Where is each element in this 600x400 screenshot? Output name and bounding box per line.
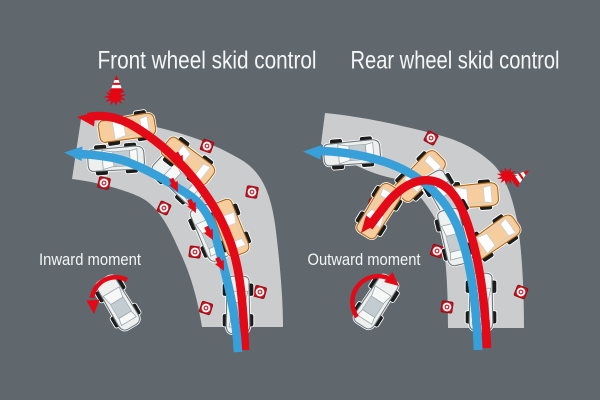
svg-text:Rear wheel skid control: Rear wheel skid control [351,47,560,75]
svg-text:Inward moment: Inward moment [39,250,141,269]
svg-text:Outward moment: Outward moment [308,250,421,269]
svg-text:Front wheel skid control: Front wheel skid control [98,47,317,75]
